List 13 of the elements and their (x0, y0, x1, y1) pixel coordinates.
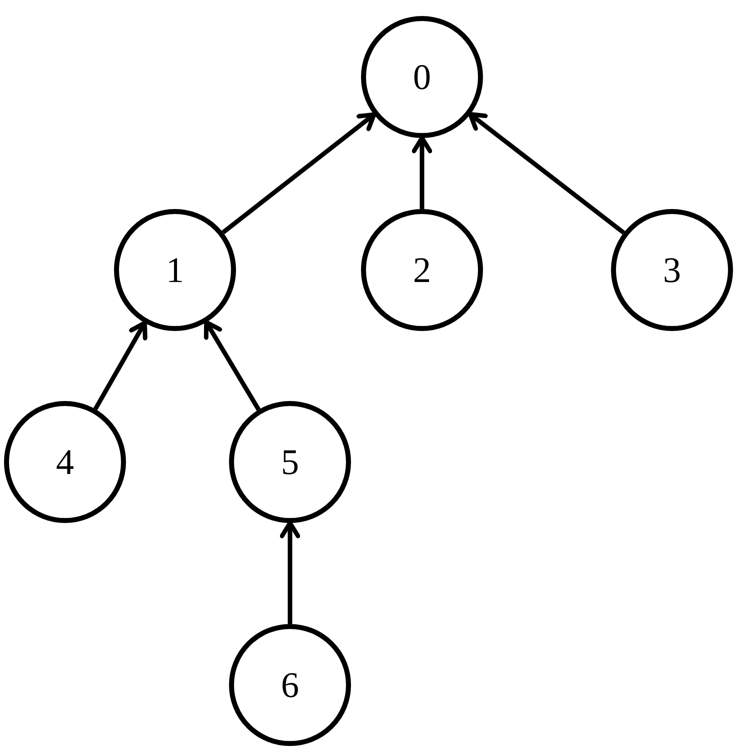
node-label: 6 (281, 667, 299, 703)
arrow (280, 520, 300, 624)
node-label: 2 (413, 252, 431, 288)
arrow (222, 112, 376, 234)
arrow (204, 320, 261, 411)
node-label: 5 (281, 444, 299, 480)
arrow (93, 320, 148, 410)
node-label: 0 (413, 59, 431, 95)
node-label: 3 (663, 252, 681, 288)
node-label: 4 (56, 444, 74, 480)
node-label: 1 (166, 252, 184, 288)
arrow (468, 112, 626, 234)
arrow (412, 136, 432, 209)
